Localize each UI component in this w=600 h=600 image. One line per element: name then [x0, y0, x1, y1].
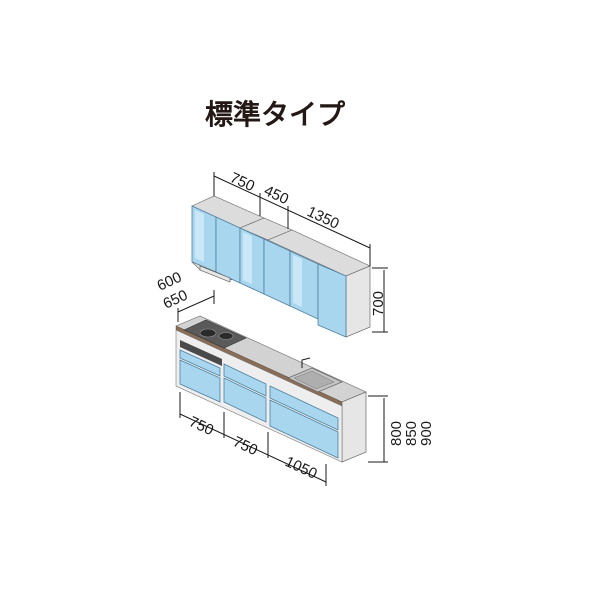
page-title: 標準タイプ — [205, 98, 346, 131]
base-height-b: 850 — [403, 421, 420, 446]
drawer-2-top — [223, 363, 267, 397]
cooktop-control-panel — [180, 340, 222, 366]
upper-door-4 — [263, 238, 291, 307]
base-width-3: 1050 — [282, 453, 319, 483]
drawer-3-bottom — [269, 399, 339, 459]
upper-height: 700 — [370, 291, 387, 316]
burner-right — [218, 332, 234, 340]
sink-basin — [293, 370, 335, 390]
upper-height-dimension: 700 — [370, 267, 388, 333]
range-hood — [199, 265, 231, 283]
upper-width-1: 750 — [227, 169, 257, 195]
depth-dimension: 600 650 — [155, 269, 215, 322]
faucet — [301, 357, 311, 368]
drawer-2-bottom — [223, 377, 267, 423]
door-highlight — [243, 232, 252, 284]
burner-left — [199, 328, 217, 338]
upper-cabinets — [191, 195, 371, 338]
drawer-3-top — [269, 385, 339, 431]
base-cabinets — [175, 315, 367, 463]
drawer-1-top — [179, 349, 221, 377]
base-height-dimension: 800 850 900 — [368, 395, 435, 463]
base-width-2: 750 — [230, 433, 260, 459]
upper-door-6 — [317, 263, 347, 338]
drawer-1-bottom — [179, 359, 221, 403]
base-height-c: 900 — [418, 421, 435, 446]
upper-width-2: 450 — [261, 182, 291, 208]
door-highlight — [293, 255, 302, 307]
upper-width-3: 1350 — [304, 203, 341, 233]
base-height-a: 800 — [388, 421, 405, 446]
base-cabinet-side — [341, 391, 367, 463]
base-width-1: 750 — [186, 413, 216, 439]
upper-cabinet-side — [345, 265, 371, 338]
upper-door-2 — [215, 216, 241, 284]
door-highlight — [195, 210, 204, 262]
